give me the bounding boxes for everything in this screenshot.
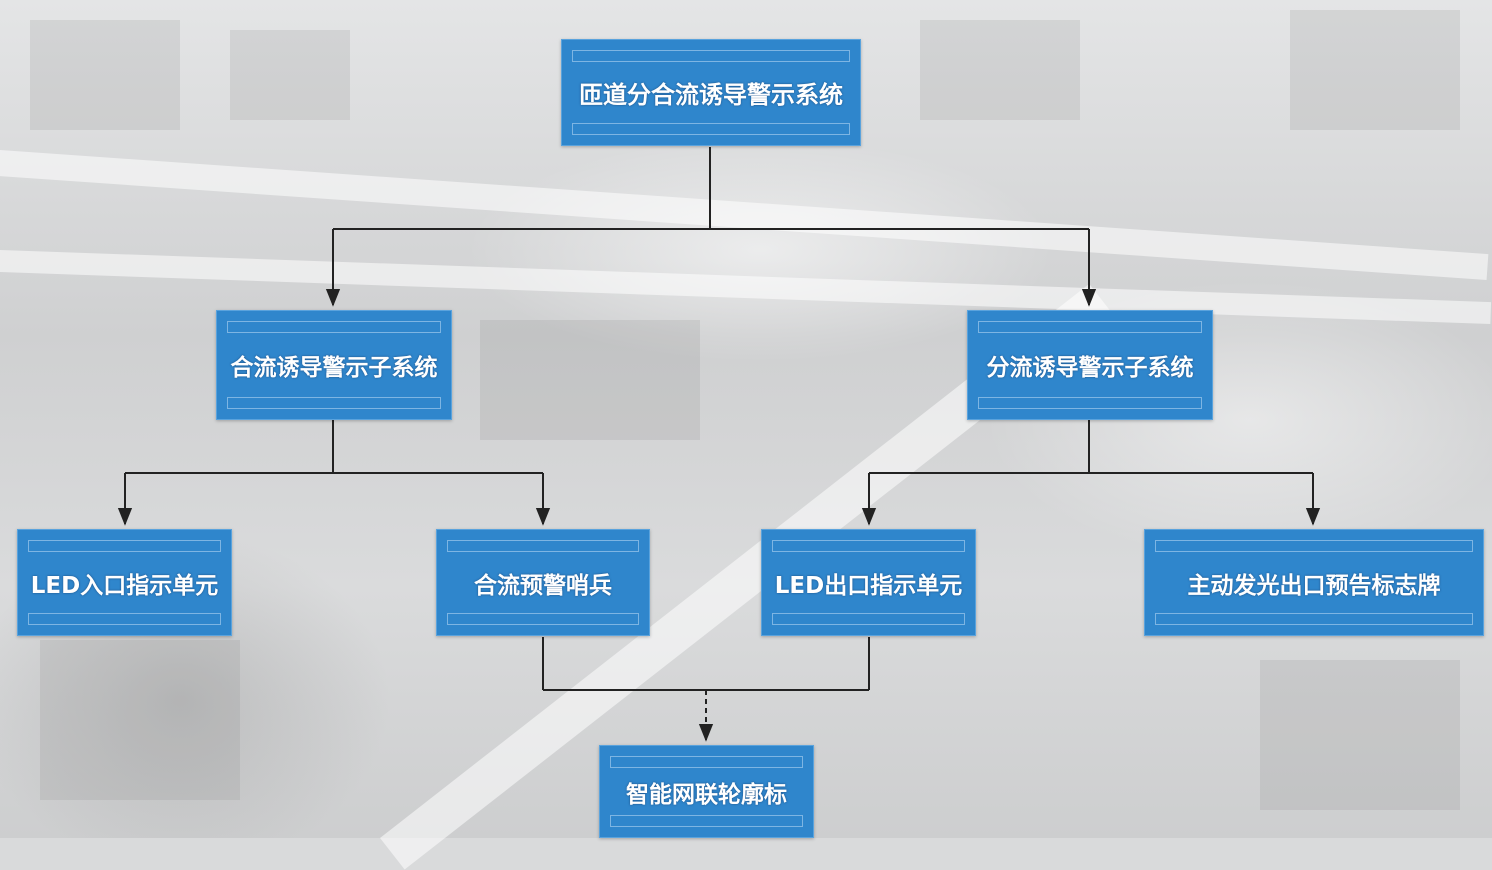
led-entrance-unit-label: LED入口指示单元 xyxy=(30,572,219,599)
merge-subsystem-label: 合流诱导警示子系统 xyxy=(230,355,438,381)
smart-delineator-label: 智能网联轮廓标 xyxy=(626,781,787,808)
building-block xyxy=(920,20,1080,120)
active-exit-sign-node: 主动发光出口预告标志牌 xyxy=(1144,529,1484,636)
led-entrance-unit-node: LED入口指示单元 xyxy=(17,529,232,636)
building-block xyxy=(1290,10,1460,130)
smart-delineator-node: 智能网联轮廓标 xyxy=(599,745,814,838)
diverge-subsystem-label: 分流诱导警示子系统 xyxy=(986,355,1194,381)
led-exit-unit-node: LED出口指示单元 xyxy=(761,529,976,636)
merge-warning-sentinel-label: 合流预警哨兵 xyxy=(474,572,612,599)
building-block xyxy=(1260,660,1460,810)
active-exit-sign-label: 主动发光出口预告标志牌 xyxy=(1187,572,1441,599)
root-node-label: 匝道分合流诱导警示系统 xyxy=(579,81,843,109)
building-block xyxy=(230,30,350,120)
merge-warning-sentinel-node: 合流预警哨兵 xyxy=(436,529,650,636)
diverge-subsystem-node: 分流诱导警示子系统 xyxy=(967,310,1213,420)
connector-lines xyxy=(117,147,1321,742)
building-block xyxy=(30,20,180,130)
building-block xyxy=(480,320,700,440)
led-exit-unit-label: LED出口指示单元 xyxy=(774,572,963,599)
building-block xyxy=(40,640,240,800)
merge-subsystem-node: 合流诱导警示子系统 xyxy=(216,310,452,420)
root-node: 匝道分合流诱导警示系统 xyxy=(561,39,861,146)
